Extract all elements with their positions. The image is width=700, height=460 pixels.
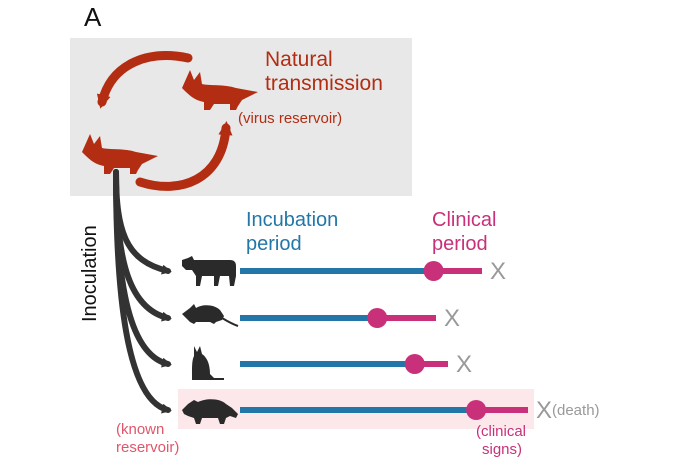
clinical-header: Clinical	[432, 209, 496, 231]
clinical-onset-marker	[423, 261, 444, 281]
transmission-arrow-top	[96, 51, 193, 109]
transmission-arrow-bottom	[135, 121, 233, 191]
death-note: (death)	[552, 402, 600, 419]
death-mark: X	[490, 258, 506, 285]
natural-transmission-title: Natural	[265, 48, 333, 71]
clinical-header: period	[432, 233, 488, 255]
clinical-onset-marker	[367, 308, 388, 328]
fox-icon	[82, 134, 158, 174]
rat-icon	[182, 304, 239, 327]
death-mark: X	[456, 351, 472, 378]
natural-transmission-title: transmission	[265, 72, 383, 95]
clinical-signs-note: (clinical	[476, 423, 526, 440]
clinical-onset-marker	[466, 400, 487, 420]
raccoon-icon	[182, 399, 238, 424]
incubation-header: Incubation	[246, 209, 338, 231]
incubation-header: period	[246, 233, 302, 255]
known-reservoir-note: (known	[116, 421, 164, 438]
cow-icon	[182, 256, 236, 286]
panel-label: A	[84, 2, 102, 32]
death-mark: X	[444, 305, 460, 332]
virus-reservoir-note: (virus reservoir)	[238, 110, 342, 127]
inoculation-arrow	[113, 169, 172, 414]
inoculation-arrows	[113, 169, 172, 414]
fox-icon	[182, 70, 258, 110]
known-reservoir-note: reservoir)	[116, 439, 179, 456]
clinical-signs-note: signs)	[482, 441, 522, 458]
inoculation-label: Inoculation	[79, 225, 101, 322]
death-mark: X	[536, 397, 552, 424]
clinical-onset-marker	[404, 354, 425, 374]
cat-icon	[192, 346, 224, 380]
